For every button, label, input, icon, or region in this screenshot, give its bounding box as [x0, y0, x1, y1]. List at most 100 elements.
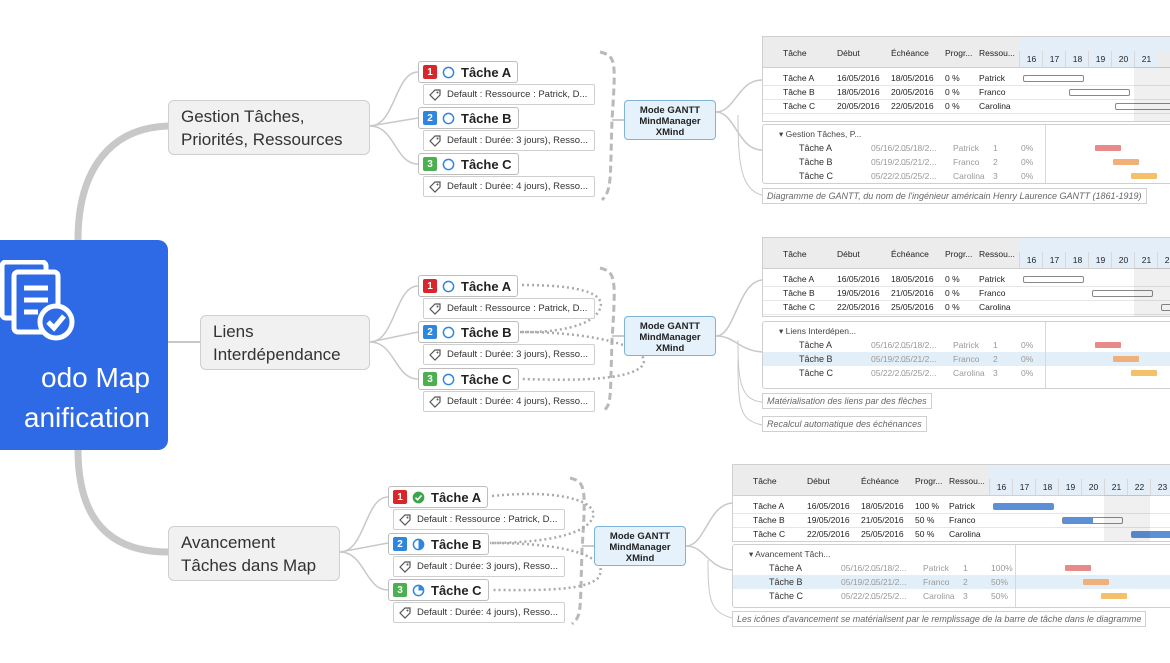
- column-header[interactable]: Échéance: [891, 48, 929, 58]
- priority-1-icon[interactable]: 1: [423, 65, 437, 79]
- tag-icon: [429, 180, 441, 193]
- project-group[interactable]: ▾ Liens Interdépen...: [779, 325, 857, 336]
- row-divider: [763, 99, 1170, 100]
- project-cell: 2: [993, 157, 998, 167]
- column-header[interactable]: Ressou...: [979, 48, 1015, 58]
- gantt-bar[interactable]: [1115, 103, 1170, 110]
- half-circle-icon[interactable]: [412, 538, 425, 551]
- day-header: 22: [1127, 479, 1151, 495]
- project-bar[interactable]: [1065, 565, 1091, 571]
- gantt-bar[interactable]: [993, 503, 1054, 510]
- gantt-bar[interactable]: [1161, 304, 1170, 311]
- caption-note[interactable]: Diagramme de GANTT, du nom de l'ingénieu…: [762, 188, 1147, 204]
- gantt-bar[interactable]: [1092, 290, 1153, 297]
- done-check-icon[interactable]: [412, 491, 425, 504]
- task-note[interactable]: Default : Durée: 3 jours), Resso...: [393, 556, 565, 577]
- project-bar[interactable]: [1131, 173, 1157, 179]
- priority-3-icon[interactable]: 3: [423, 372, 437, 386]
- priority-1-icon[interactable]: 1: [393, 490, 407, 504]
- empty-circle-icon[interactable]: [442, 326, 455, 339]
- priority-2-icon[interactable]: 2: [393, 537, 407, 551]
- project-bar[interactable]: [1095, 145, 1121, 151]
- empty-circle-icon[interactable]: [442, 158, 455, 171]
- central-node[interactable]: odo Map anification: [0, 240, 168, 450]
- gantt-cell: Patrick: [979, 73, 1005, 83]
- project-bar[interactable]: [1095, 342, 1121, 348]
- project-bar[interactable]: [1101, 593, 1127, 599]
- priority-3-icon[interactable]: 3: [393, 583, 407, 597]
- project-group[interactable]: ▾ Gestion Tâches, P...: [779, 128, 862, 139]
- column-header[interactable]: Tâche: [783, 48, 807, 58]
- project-bar[interactable]: [1113, 356, 1139, 362]
- task-note[interactable]: Default : Durée: 4 jours), Resso...: [423, 391, 595, 412]
- task-note[interactable]: Default : Durée: 3 jours), Resso...: [423, 344, 595, 365]
- project-cell: Carolina: [953, 368, 985, 378]
- branch-gestion-taches[interactable]: Gestion Tâches, Priorités, Ressources: [168, 100, 370, 155]
- caption-note[interactable]: Les icônes d'avancement se matérialisent…: [732, 611, 1147, 627]
- column-header[interactable]: Progr...: [915, 476, 943, 486]
- project-bar[interactable]: [1113, 159, 1139, 165]
- project-cell: 05/16/2...: [841, 563, 877, 573]
- column-header[interactable]: Tâche: [753, 476, 777, 486]
- caption-note[interactable]: Recalcul automatique des échénances: [762, 416, 927, 432]
- task-note[interactable]: Default : Ressource : Patrick, D...: [393, 509, 565, 530]
- task-note[interactable]: Default : Durée: 3 jours), Resso...: [423, 130, 595, 151]
- project-bar[interactable]: [1083, 579, 1109, 585]
- empty-circle-icon[interactable]: [442, 112, 455, 125]
- branch-liens-interdependance[interactable]: Liens Interdépendance: [200, 315, 370, 370]
- priority-2-icon[interactable]: 2: [423, 325, 437, 339]
- task-note[interactable]: Default : Ressource : Patrick, D...: [423, 84, 595, 105]
- gantt-bar[interactable]: [1023, 276, 1084, 283]
- column-header[interactable]: Début: [807, 476, 830, 486]
- column-header[interactable]: Progr...: [945, 48, 973, 58]
- empty-circle-icon[interactable]: [442, 373, 455, 386]
- gantt-cell: 0 %: [945, 101, 960, 111]
- project-bar[interactable]: [1131, 370, 1157, 376]
- gantt-bar[interactable]: [1062, 517, 1123, 524]
- column-header[interactable]: Début: [837, 249, 860, 259]
- column-header[interactable]: Ressou...: [979, 249, 1015, 259]
- task-note[interactable]: Default : Durée: 4 jours), Resso...: [393, 602, 565, 623]
- priority-2-icon[interactable]: 2: [423, 111, 437, 125]
- priority-1-icon[interactable]: 1: [423, 279, 437, 293]
- task-note[interactable]: Default : Ressource : Patrick, D...: [423, 298, 595, 319]
- column-header[interactable]: Échéance: [891, 249, 929, 259]
- column-header[interactable]: Ressou...: [949, 476, 985, 486]
- project-group[interactable]: ▾ Avancement Tâch...: [749, 548, 831, 559]
- column-header[interactable]: Tâche: [783, 249, 807, 259]
- column-header[interactable]: Échéance: [861, 476, 899, 486]
- gantt-bar[interactable]: [1069, 89, 1130, 96]
- quarter-circle-icon[interactable]: [412, 584, 425, 597]
- gantt-bar[interactable]: [1023, 75, 1084, 82]
- note-text: Default : Ressource : Patrick, D...: [447, 303, 588, 314]
- column-header[interactable]: Progr...: [945, 249, 973, 259]
- empty-circle-icon[interactable]: [442, 66, 455, 79]
- gantt-cell: 0 %: [945, 87, 960, 97]
- priority-3-icon[interactable]: 3: [423, 157, 437, 171]
- task-note[interactable]: Default : Durée: 4 jours), Resso...: [423, 176, 595, 197]
- gantt-bar[interactable]: [1131, 531, 1170, 538]
- branch-avancement-taches[interactable]: Avancement Tâches dans Map: [168, 526, 340, 581]
- gantt-cell: 16/05/2016: [807, 501, 850, 511]
- column-header[interactable]: Début: [837, 48, 860, 58]
- caption-note[interactable]: Matérialisation des liens par des flèche…: [762, 393, 932, 409]
- empty-circle-icon[interactable]: [442, 280, 455, 293]
